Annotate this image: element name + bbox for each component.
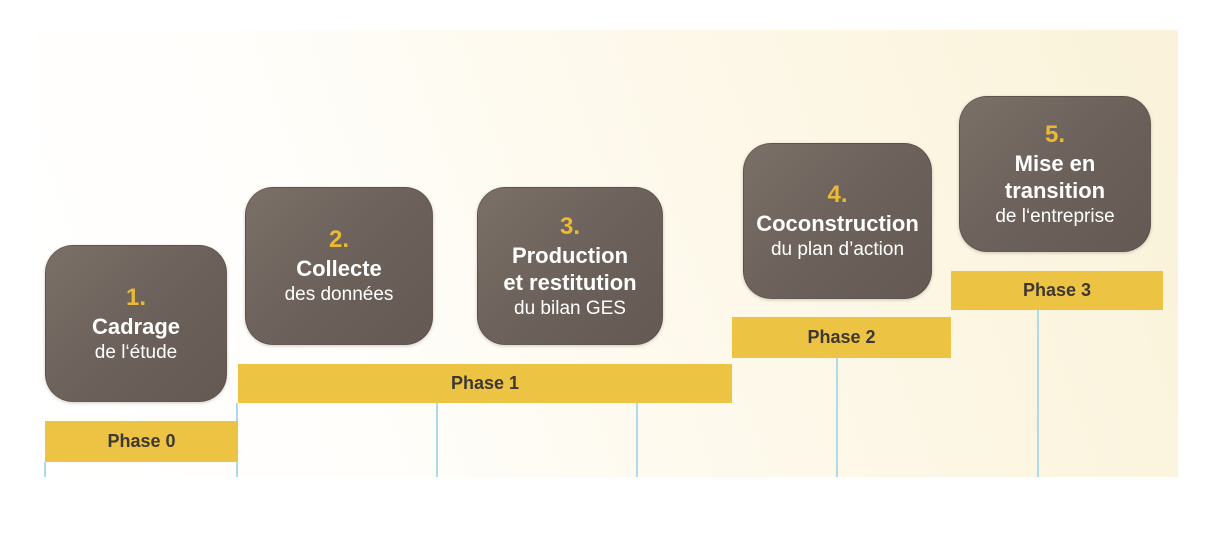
step-2-subtitle: des données	[284, 284, 394, 305]
gridline-tick-3	[636, 403, 638, 477]
step-3-number: 3.	[559, 212, 580, 240]
step-5-number: 5.	[1044, 120, 1065, 148]
step-2-title: Collecte	[296, 256, 382, 281]
step-4-title: Coconstruction	[756, 211, 919, 236]
gridline-tick-0	[44, 462, 46, 477]
phase-bar-1: Phase 1	[238, 364, 732, 403]
step-4-number: 4.	[827, 181, 848, 208]
step-3-subtitle: du bilan GES	[514, 297, 626, 319]
step-1-subtitle: de l‘étude	[94, 341, 178, 363]
step-1-number: 1.	[125, 283, 146, 311]
phase-bar-0: Phase 0	[45, 421, 238, 462]
step-4-subtitle: du plan d’action	[770, 239, 905, 260]
gridline-tick-5	[1037, 310, 1039, 477]
phase-label-3: Phase 3	[1022, 280, 1092, 300]
step-2-number: 2.	[328, 226, 349, 253]
phase-label-0: Phase 0	[107, 431, 176, 451]
phase-label-2: Phase 2	[807, 327, 876, 347]
step-box-1: 1. Cadrage de l‘étude	[45, 245, 227, 402]
step-box-5: 5. Mise en transition de l‘entreprise	[959, 96, 1151, 252]
step-3-title: Production	[511, 242, 629, 268]
phase-bar-3: Phase 3	[951, 271, 1163, 310]
step-5-title-line2: transition	[1004, 177, 1106, 203]
phase-label-1: Phase 1	[450, 373, 520, 393]
step-5-title: Mise en	[1014, 150, 1096, 176]
gridline-tick-2	[436, 403, 438, 477]
step-box-2: 2. Collecte des données	[245, 187, 433, 345]
step-1-title: Cadrage	[91, 313, 181, 339]
step-3-title-line2: et restitution	[503, 269, 637, 295]
gridline-tick-4	[836, 358, 838, 477]
step-5-subtitle: de l‘entreprise	[995, 205, 1115, 227]
step-box-4: 4. Coconstruction du plan d’action	[743, 143, 932, 299]
phase-bar-2: Phase 2	[732, 317, 951, 358]
step-box-3: 3. Production et restitution du bilan GE…	[477, 187, 663, 345]
